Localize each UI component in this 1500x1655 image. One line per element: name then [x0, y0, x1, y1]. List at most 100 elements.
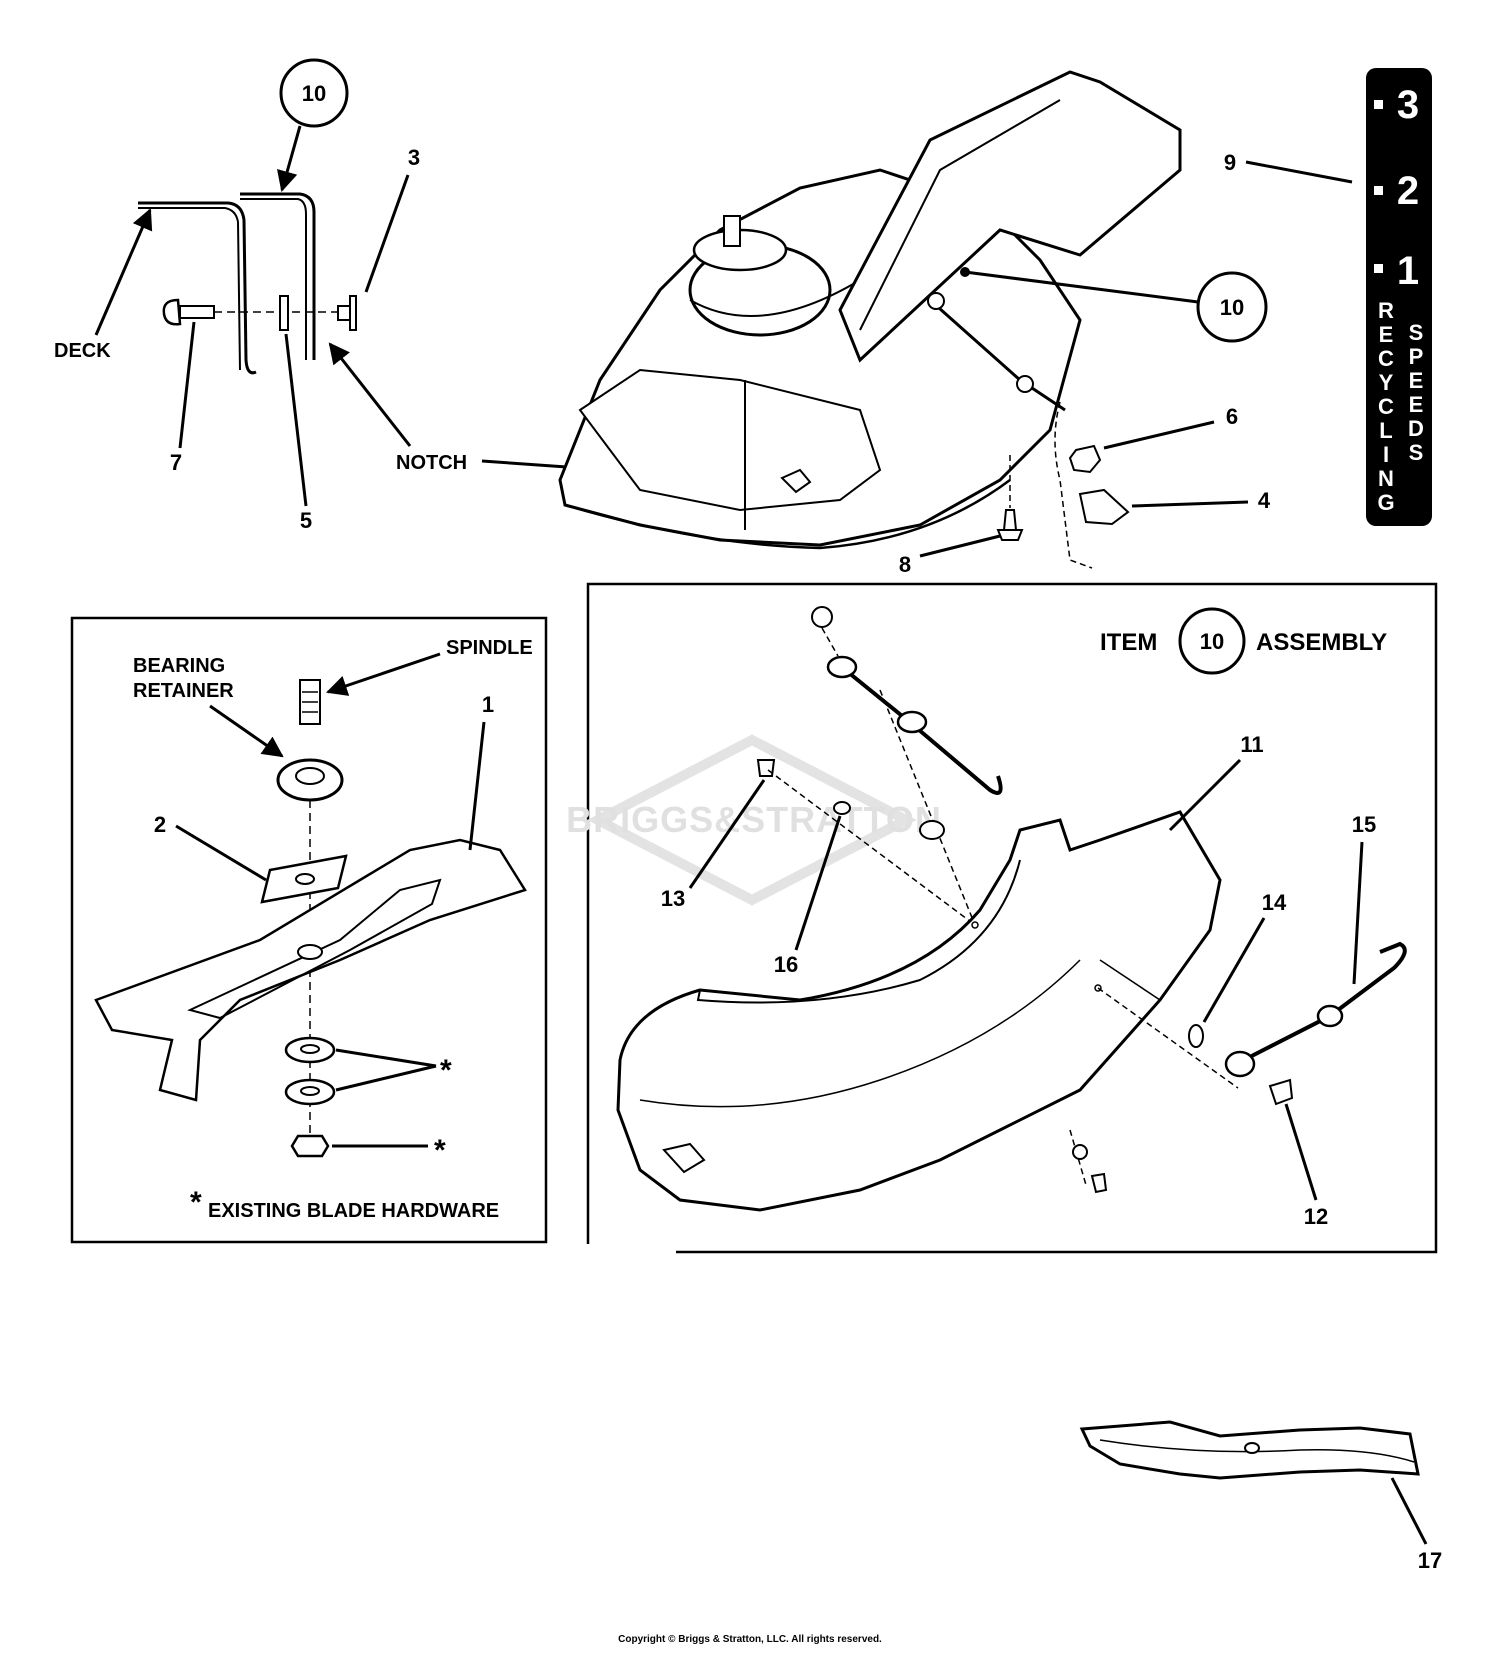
chute-cover-notch: [662, 1142, 706, 1174]
callout-circle-10-right: [1196, 271, 1268, 343]
deck-rim: [564, 478, 1011, 550]
spacer-5: [279, 295, 289, 331]
leader-14: [1202, 917, 1266, 1023]
watermark-text: BRIGGS&STRATTON: [566, 799, 942, 840]
leader-6: [1103, 420, 1215, 450]
leader-10-top: [277, 125, 302, 193]
deck-assembly-view: 10 9 6 4 8: [558, 70, 1353, 577]
hanger-rod: [240, 192, 316, 360]
leader-washers-a: [335, 1048, 437, 1068]
blade-center-hole: [297, 944, 323, 960]
callout-circle-10-top: [279, 58, 349, 128]
deck-rod-inner: [138, 207, 241, 371]
label-16: 16: [774, 952, 798, 977]
blade-washer-2-hole: [300, 1086, 320, 1096]
label-15: 15: [1352, 812, 1376, 837]
blade-17-edge: [1099, 1439, 1415, 1463]
assembly-title-circle: [1178, 607, 1246, 675]
label-13: 13: [661, 886, 685, 911]
washer-16-b: [919, 820, 945, 840]
leader-10-right: [964, 270, 1199, 304]
chute-rod-eye: [927, 292, 945, 310]
nut-flange-3: [349, 295, 357, 331]
blade-17-hole: [1244, 1442, 1260, 1454]
assembly-panel-frame: [586, 582, 1438, 1254]
assembly-panel: BRIGGS&STRATTON ITEM 10 ASSEMBLY 11 13 1…: [566, 582, 1438, 1254]
upper-nut: [811, 606, 833, 628]
word-recycling: RECYCLING: [1374, 298, 1399, 514]
assembly-title-word: ASSEMBLY: [1256, 629, 1387, 656]
label-2: 2: [154, 812, 166, 837]
callout-10-right-text: 10: [1220, 295, 1244, 320]
word-speeds: SPEEDS: [1404, 320, 1429, 464]
speed-3-text: 3: [1397, 83, 1419, 127]
leader-bearing: [209, 704, 284, 758]
bolt-8: [996, 509, 1024, 541]
assembly-title-item: ITEM: [1100, 629, 1157, 656]
hanger-detail: 10 3 DECK 7 5 NOTCH: [54, 58, 783, 533]
watermark-diamond: [587, 734, 917, 906]
chute-rod-eye2: [1016, 375, 1034, 393]
label-12: 12: [1304, 1204, 1328, 1229]
leader-15: [1352, 841, 1364, 985]
speed-1-text: 1: [1397, 249, 1419, 293]
leader-10-dot: [960, 267, 970, 277]
upper-axis: [821, 627, 839, 657]
label-3: 3: [408, 145, 420, 170]
footnote-existing-hardware: EXISTING BLADE HARDWARE: [208, 1200, 499, 1222]
label-17: 17: [1418, 1548, 1442, 1573]
leader-17: [1390, 1477, 1428, 1545]
speed-1-marker: [1374, 264, 1383, 273]
asterisk-nut: *: [434, 1134, 446, 1167]
speed-3-marker: [1374, 100, 1383, 109]
chute-cover-11: [616, 810, 1222, 1212]
label-9: 9: [1224, 150, 1236, 175]
leader-13: [688, 779, 766, 889]
hanger-rod-inner: [240, 198, 307, 360]
upper-rod-eye-2: [896, 710, 928, 734]
lower-dash: [1097, 987, 1239, 1089]
leader-washers-b: [335, 1064, 437, 1092]
label-bearing-2: RETAINER: [133, 680, 234, 702]
leader-9: [1245, 160, 1353, 184]
label-1: 1: [482, 692, 494, 717]
nut-6: [1068, 444, 1102, 474]
bolt-shank-7: [179, 305, 215, 319]
blade-panel: SPINDLE BEARING RETAINER 1 2 *: [70, 616, 548, 1244]
label-5: 5: [300, 508, 312, 533]
leader-notch-up: [328, 342, 412, 447]
label-notch: NOTCH: [396, 452, 467, 474]
rod-15-eye-1: [1224, 1050, 1256, 1078]
label-11: 11: [1240, 732, 1263, 757]
belt: [689, 279, 861, 317]
label-spindle: SPINDLE: [446, 637, 533, 659]
square-washer-hole: [295, 873, 315, 885]
assembly-title-num: 10: [1200, 629, 1224, 654]
nut-3: [337, 305, 351, 321]
blade-nut: [290, 1134, 330, 1158]
leader-spindle: [326, 652, 441, 696]
wing-nut-12: [1268, 1078, 1294, 1106]
leader-1: [468, 721, 486, 851]
upper-rod-eye-1: [826, 655, 858, 679]
chute-cover-crease: [639, 959, 1081, 1108]
clip-4: [1078, 488, 1130, 526]
bolt-head-7: [162, 298, 182, 326]
leader-4: [1131, 500, 1249, 508]
leader-2: [175, 824, 267, 882]
screw: [1090, 1172, 1108, 1194]
label-14: 14: [1262, 890, 1287, 915]
label-deck: DECK: [54, 340, 111, 362]
leader-12: [1284, 1103, 1318, 1201]
leader-5: [284, 333, 308, 507]
blade-slot: [187, 878, 442, 1020]
leader-16: [794, 815, 842, 951]
speed-2-text: 2: [1397, 169, 1419, 213]
deck-notch: [780, 468, 812, 494]
copyright-notice: Copyright © Briggs & Stratton, LLC. All …: [618, 1634, 882, 1645]
rod-15: [1235, 941, 1407, 1066]
speed-decal-background: [1366, 68, 1432, 526]
lift-handle-inner: [859, 99, 1061, 331]
label-4: 4: [1258, 488, 1271, 513]
